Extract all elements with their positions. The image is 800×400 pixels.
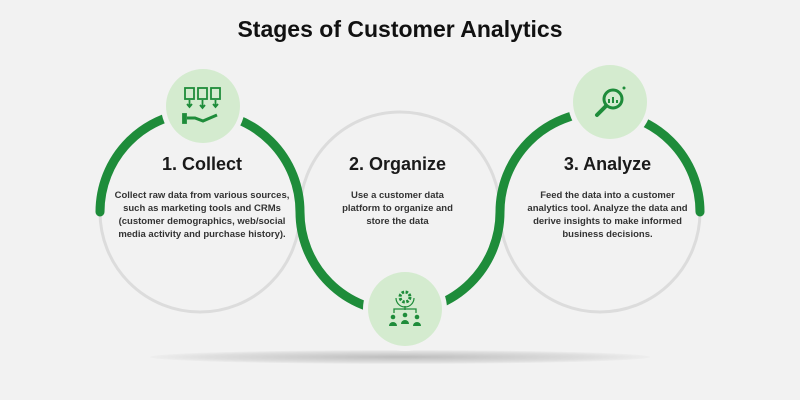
stage-heading: 3. Analyze: [563, 154, 652, 174]
stage-organize: 2. Organize Use a customer data platform…: [310, 154, 485, 228]
magnifier-chart-icon: [595, 86, 626, 117]
floor-shadow: [150, 350, 650, 364]
gear-people-icon: [389, 290, 421, 326]
stage-analyze: 3. Analyze Feed the data into a customer…: [520, 154, 695, 241]
stage-description: Collect raw data from various sources, s…: [114, 190, 290, 240]
stage-3-icon-badge: [568, 60, 652, 144]
stage-heading: 1. Collect: [161, 154, 243, 174]
stage-description: Use a customer data platform to organize…: [342, 190, 453, 227]
stage-heading: 2. Organize: [348, 154, 447, 174]
stage-description: Feed the data into a customer analytics …: [527, 190, 688, 240]
stage-2-icon-badge: [363, 267, 447, 351]
page-title: Stages of Customer Analytics: [237, 16, 563, 42]
stage-collect: 1. Collect Collect raw data from various…: [112, 154, 292, 241]
documents-to-hand-icon: [182, 87, 221, 124]
stage-1-icon-badge: [161, 64, 245, 148]
